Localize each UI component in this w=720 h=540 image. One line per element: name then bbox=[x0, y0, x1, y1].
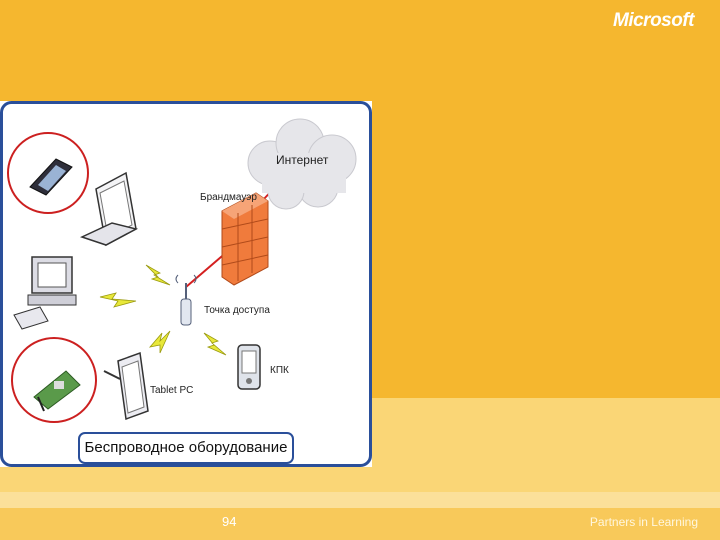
diagram-caption: Беспроводное оборудование bbox=[78, 432, 294, 464]
firewall-icon bbox=[221, 192, 269, 286]
pda-card-icon bbox=[29, 158, 73, 196]
internet-label: Интернет bbox=[276, 153, 329, 167]
firewall-label: Брандмауэр bbox=[200, 192, 257, 203]
highlight-circle-bottom bbox=[11, 337, 97, 423]
microsoft-logo: Microsoft bbox=[613, 10, 695, 31]
link-ap-firewall bbox=[185, 250, 229, 288]
page-number: 94 bbox=[222, 514, 237, 529]
tablet-label: Tablet PC bbox=[150, 385, 194, 396]
divider-band bbox=[0, 492, 720, 508]
access-point-label: Точка доступа bbox=[204, 305, 270, 316]
laptop-icon bbox=[79, 171, 139, 247]
network-diagram: Интернет Брандмауэр Точка доступа Tablet… bbox=[0, 101, 372, 467]
pda-icon bbox=[237, 344, 261, 390]
lightning-icon bbox=[99, 264, 227, 356]
desktop-pc-icon bbox=[13, 256, 77, 330]
tablet-pc-icon bbox=[103, 351, 149, 421]
wireless-card-icon bbox=[33, 370, 81, 412]
cloud-icon bbox=[247, 118, 357, 210]
highlight-circle-top bbox=[7, 132, 89, 214]
footer-tagline: Partners in Learning bbox=[589, 515, 698, 529]
access-point-icon bbox=[175, 274, 197, 326]
footer-band bbox=[0, 508, 720, 540]
pda-label: КПК bbox=[270, 365, 289, 376]
